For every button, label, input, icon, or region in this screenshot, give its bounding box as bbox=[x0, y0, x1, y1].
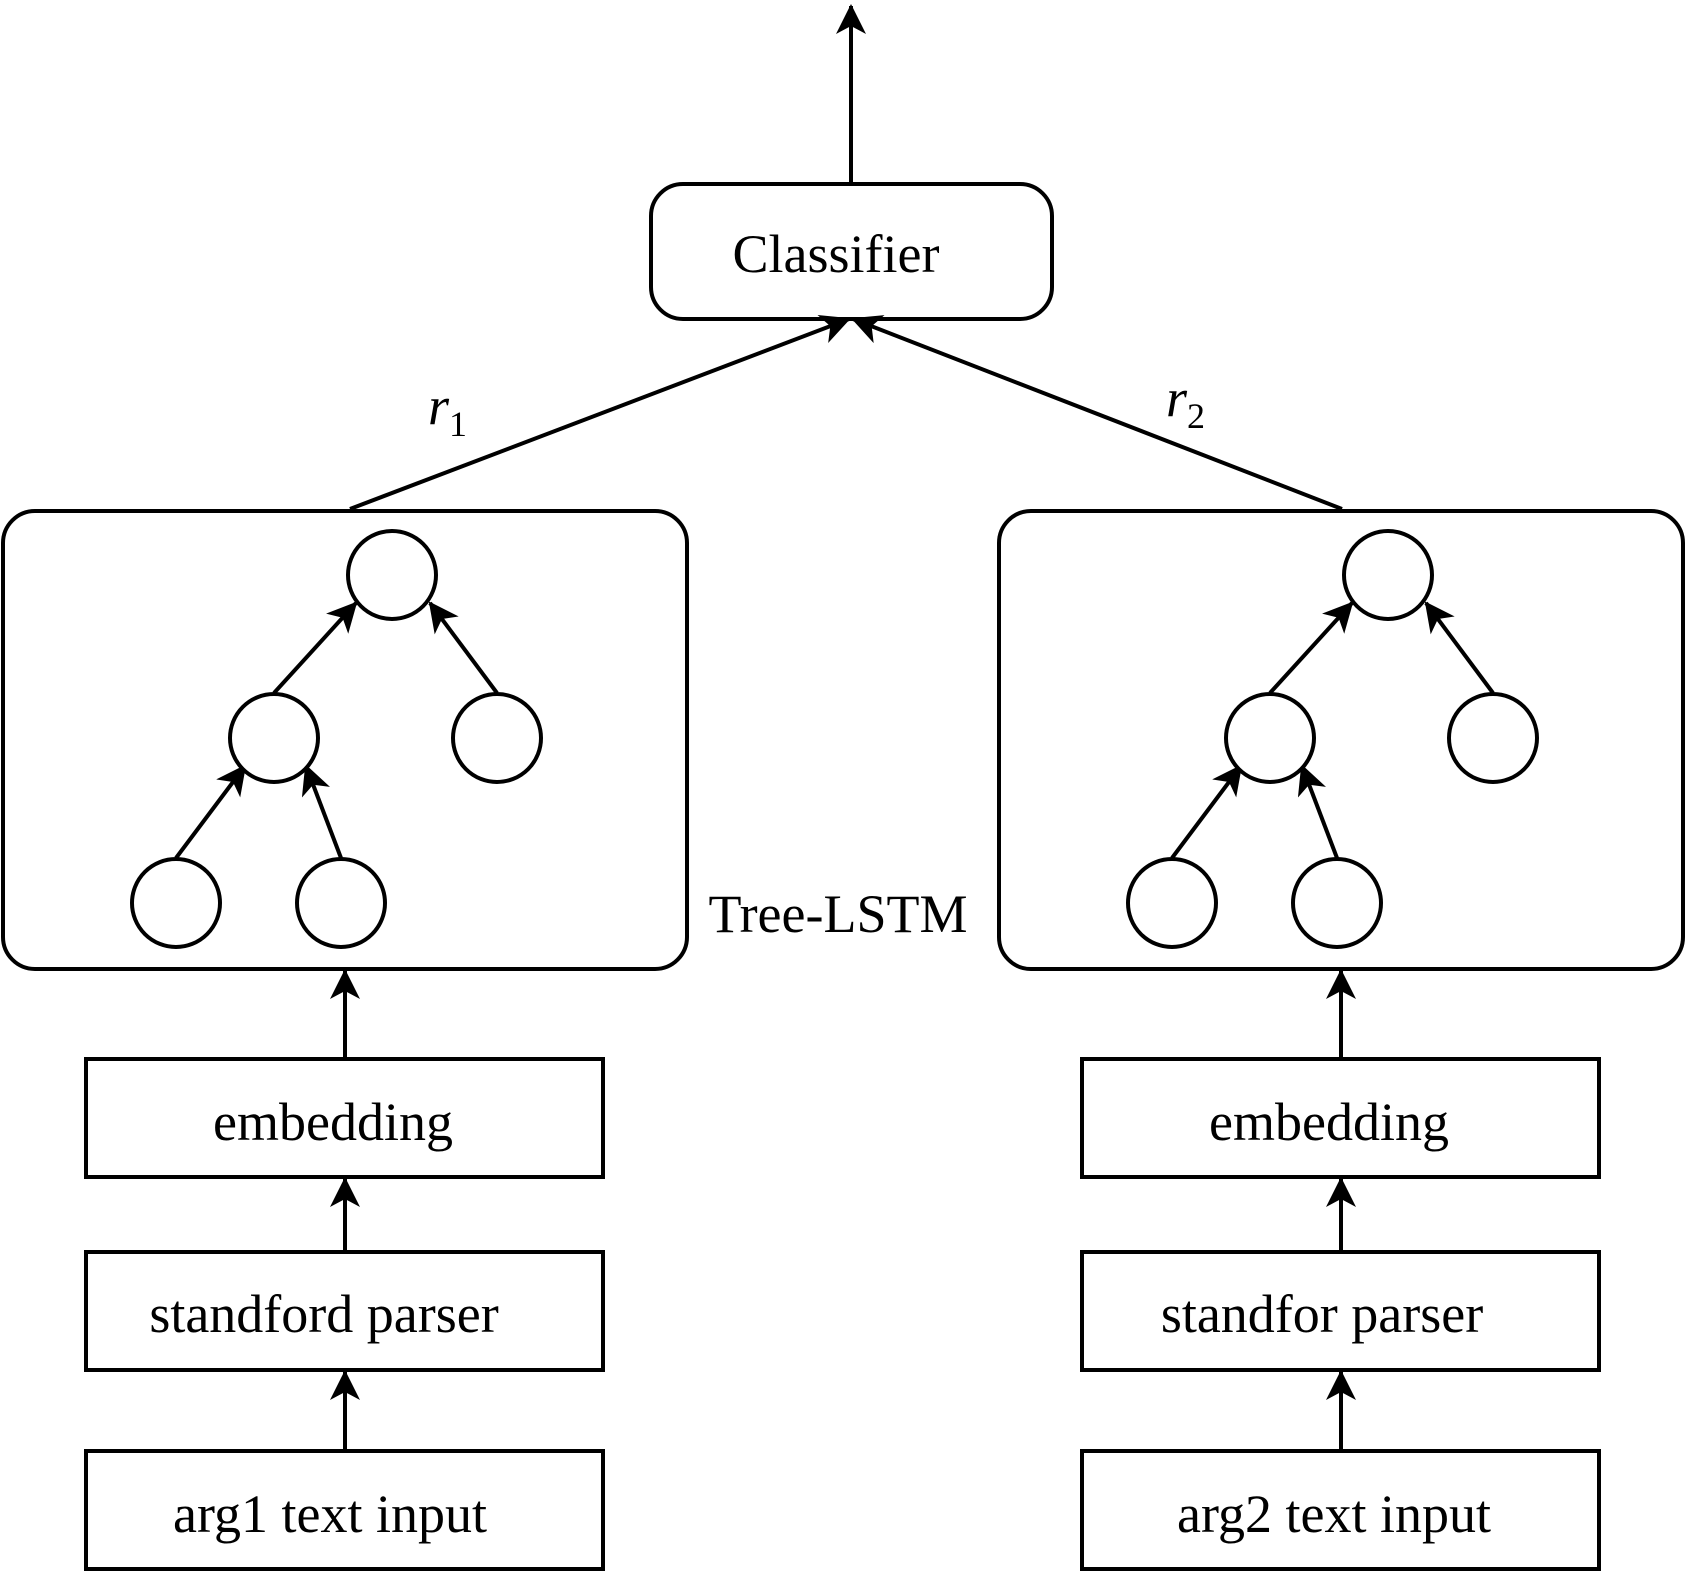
left-input-label: arg1 text input bbox=[173, 1484, 487, 1544]
left-tree-lstm bbox=[1, 509, 689, 971]
tree-node bbox=[295, 857, 387, 949]
right-to-classifier-arrow bbox=[851, 315, 1343, 511]
right-embedding-label: embedding bbox=[1209, 1092, 1449, 1152]
tree-node bbox=[1224, 692, 1316, 784]
tree-node bbox=[1126, 857, 1218, 949]
left-input-box bbox=[84, 1449, 605, 1571]
classifier-label: Classifier bbox=[733, 224, 940, 284]
tree-node bbox=[346, 529, 438, 621]
right-input-label: arg2 text input bbox=[1177, 1484, 1491, 1544]
left-parser-label: standford parser bbox=[149, 1284, 498, 1344]
right-embedding-box bbox=[1080, 1057, 1601, 1179]
tree-node bbox=[451, 692, 543, 784]
left-embedding-label: embedding bbox=[213, 1092, 453, 1152]
right-tree-lstm bbox=[997, 509, 1685, 971]
right-parser-label: standfor parser bbox=[1161, 1284, 1483, 1344]
r1-label: r1 bbox=[428, 376, 467, 444]
tree-node bbox=[1447, 692, 1539, 784]
tree-lstm-label: Tree-LSTM bbox=[708, 884, 967, 944]
left-parser-box bbox=[84, 1250, 605, 1372]
left-embedding-box bbox=[84, 1057, 605, 1179]
tree-node bbox=[228, 692, 320, 784]
tree-node bbox=[130, 857, 222, 949]
right-input-box bbox=[1080, 1449, 1601, 1571]
tree-node bbox=[1291, 857, 1383, 949]
r2-label: r2 bbox=[1166, 368, 1205, 436]
tree-node bbox=[1342, 529, 1434, 621]
left-to-classifier-arrow bbox=[349, 314, 851, 511]
